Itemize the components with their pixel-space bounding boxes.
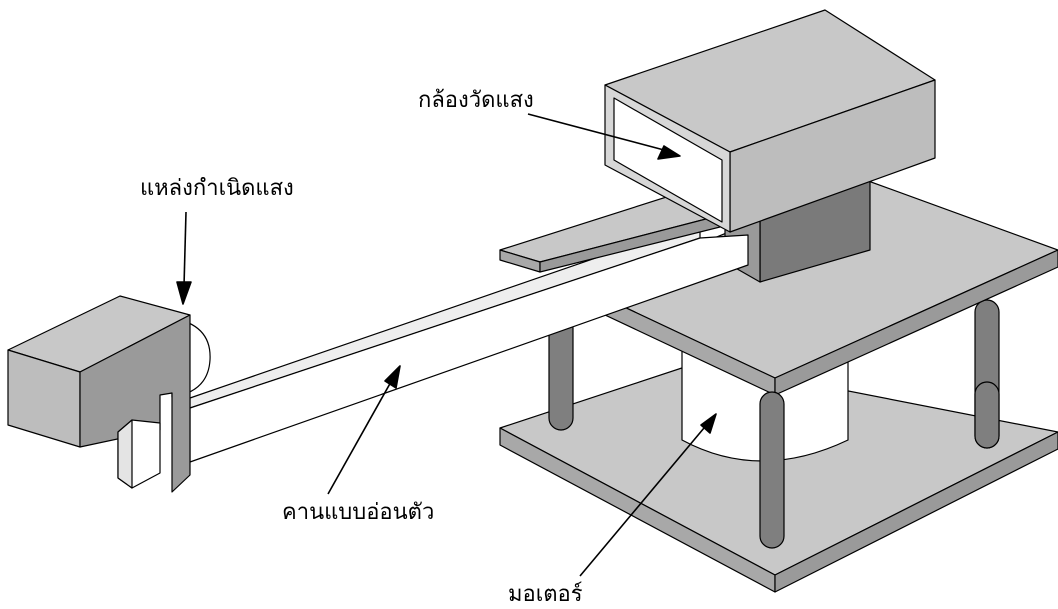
pointer-arrows: [176, 113, 717, 577]
beam-arrowhead: [384, 365, 401, 389]
camera-arrowhead: [657, 145, 681, 160]
support-post-front-left: [759, 391, 785, 549]
support-post-front-right: [974, 381, 1000, 449]
motor-arrowhead: [700, 413, 717, 434]
camera-pointer: [527, 113, 665, 151]
flexible-beam-label: คานแบบอ่อนตัว: [282, 500, 435, 525]
light-source-label: แหล่งกำเนิดแสง: [140, 176, 294, 201]
camera-label: กล้องวัดแสง: [418, 88, 534, 113]
light-source-pointer: [183, 211, 187, 287]
light-source: [7, 295, 211, 493]
motor-label: มอเตอร์: [508, 582, 583, 607]
beam-pointer: [327, 379, 393, 495]
light-source-arrowhead: [176, 281, 192, 305]
motor-pointer: [579, 427, 705, 577]
